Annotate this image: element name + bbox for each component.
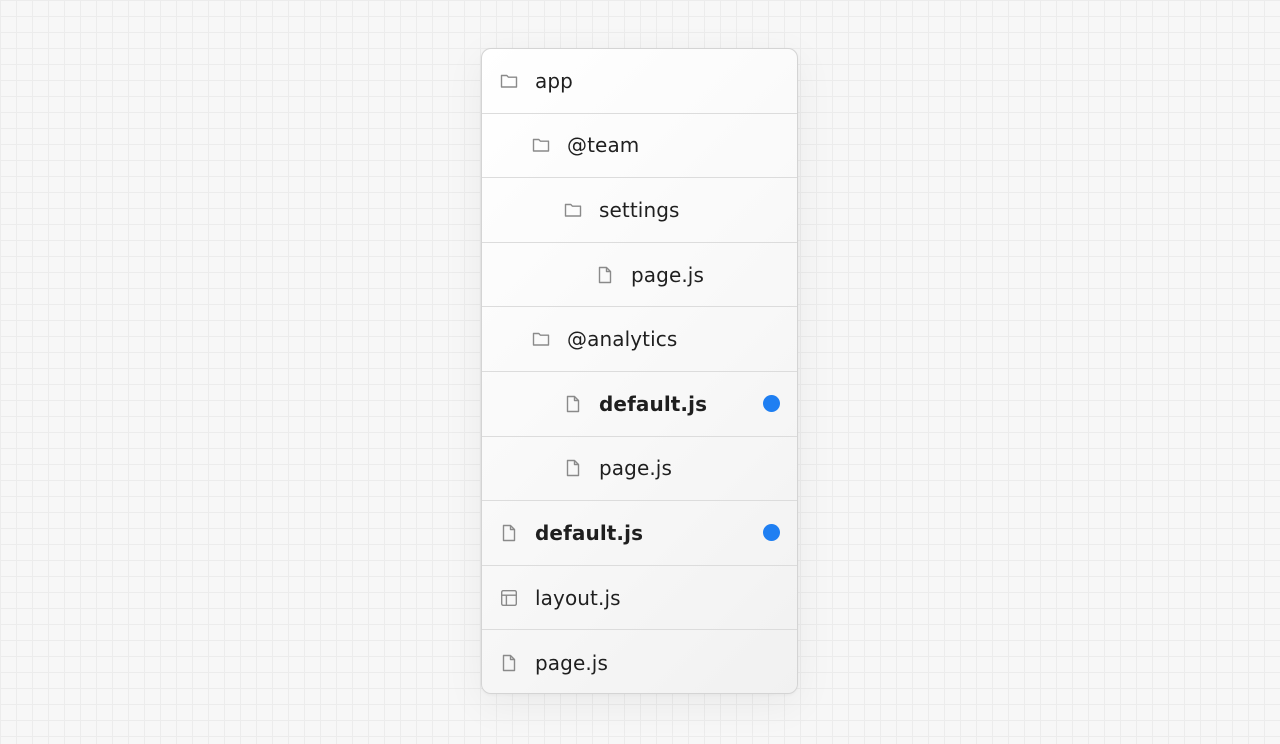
tree-row-label: @analytics: [567, 327, 678, 352]
tree-row-layout-file[interactable]: layout.js: [482, 566, 797, 631]
layout-icon: [500, 589, 518, 607]
highlight-marker-dot: [763, 524, 780, 542]
file-icon: [500, 654, 518, 672]
folder-icon: [532, 136, 550, 154]
tree-row-analytics-page-file[interactable]: page.js: [482, 437, 797, 502]
tree-row-settings-folder[interactable]: settings: [482, 178, 797, 243]
tree-row-root-default-file[interactable]: default.js: [482, 501, 797, 566]
tree-row-label: page.js: [535, 650, 608, 675]
tree-row-settings-page-file[interactable]: page.js: [482, 243, 797, 308]
file-tree-panel: app @team settings page.js @analytics de…: [481, 48, 798, 694]
tree-row-label: app: [535, 68, 573, 93]
tree-row-label: settings: [599, 197, 680, 222]
tree-row-label: default.js: [599, 391, 708, 416]
tree-row-app-folder[interactable]: app: [482, 49, 797, 114]
tree-row-label: @team: [567, 133, 640, 158]
file-icon: [564, 459, 582, 477]
tree-row-team-folder[interactable]: @team: [482, 114, 797, 179]
tree-row-label: page.js: [631, 262, 704, 287]
tree-row-label: page.js: [599, 456, 672, 481]
folder-icon: [532, 330, 550, 348]
file-icon: [500, 524, 518, 542]
highlight-marker-dot: [763, 395, 780, 413]
tree-row-analytics-default-file[interactable]: default.js: [482, 372, 797, 437]
file-icon: [564, 395, 582, 413]
tree-row-label: layout.js: [535, 585, 621, 610]
tree-row-label: default.js: [535, 520, 644, 545]
folder-icon: [564, 201, 582, 219]
file-icon: [596, 266, 614, 284]
folder-icon: [500, 72, 518, 90]
tree-row-analytics-folder[interactable]: @analytics: [482, 307, 797, 372]
tree-row-root-page-file[interactable]: page.js: [482, 630, 797, 693]
